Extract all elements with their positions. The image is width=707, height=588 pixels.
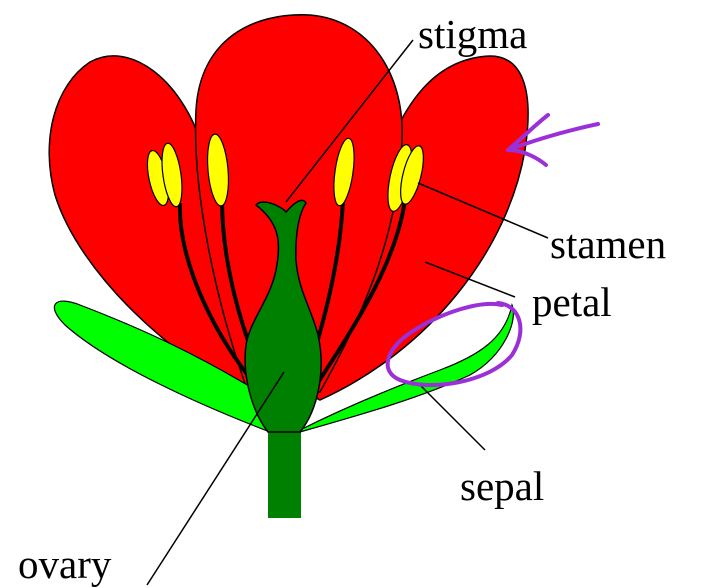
label-stigma: stigma: [418, 11, 527, 57]
stem: [268, 425, 301, 518]
sepal-pointer: [420, 385, 485, 450]
label-stamen: stamen: [550, 221, 666, 267]
label-ovary: ovary: [18, 541, 112, 587]
label-sepal: sepal: [460, 463, 544, 509]
label-petal: petal: [532, 279, 612, 325]
